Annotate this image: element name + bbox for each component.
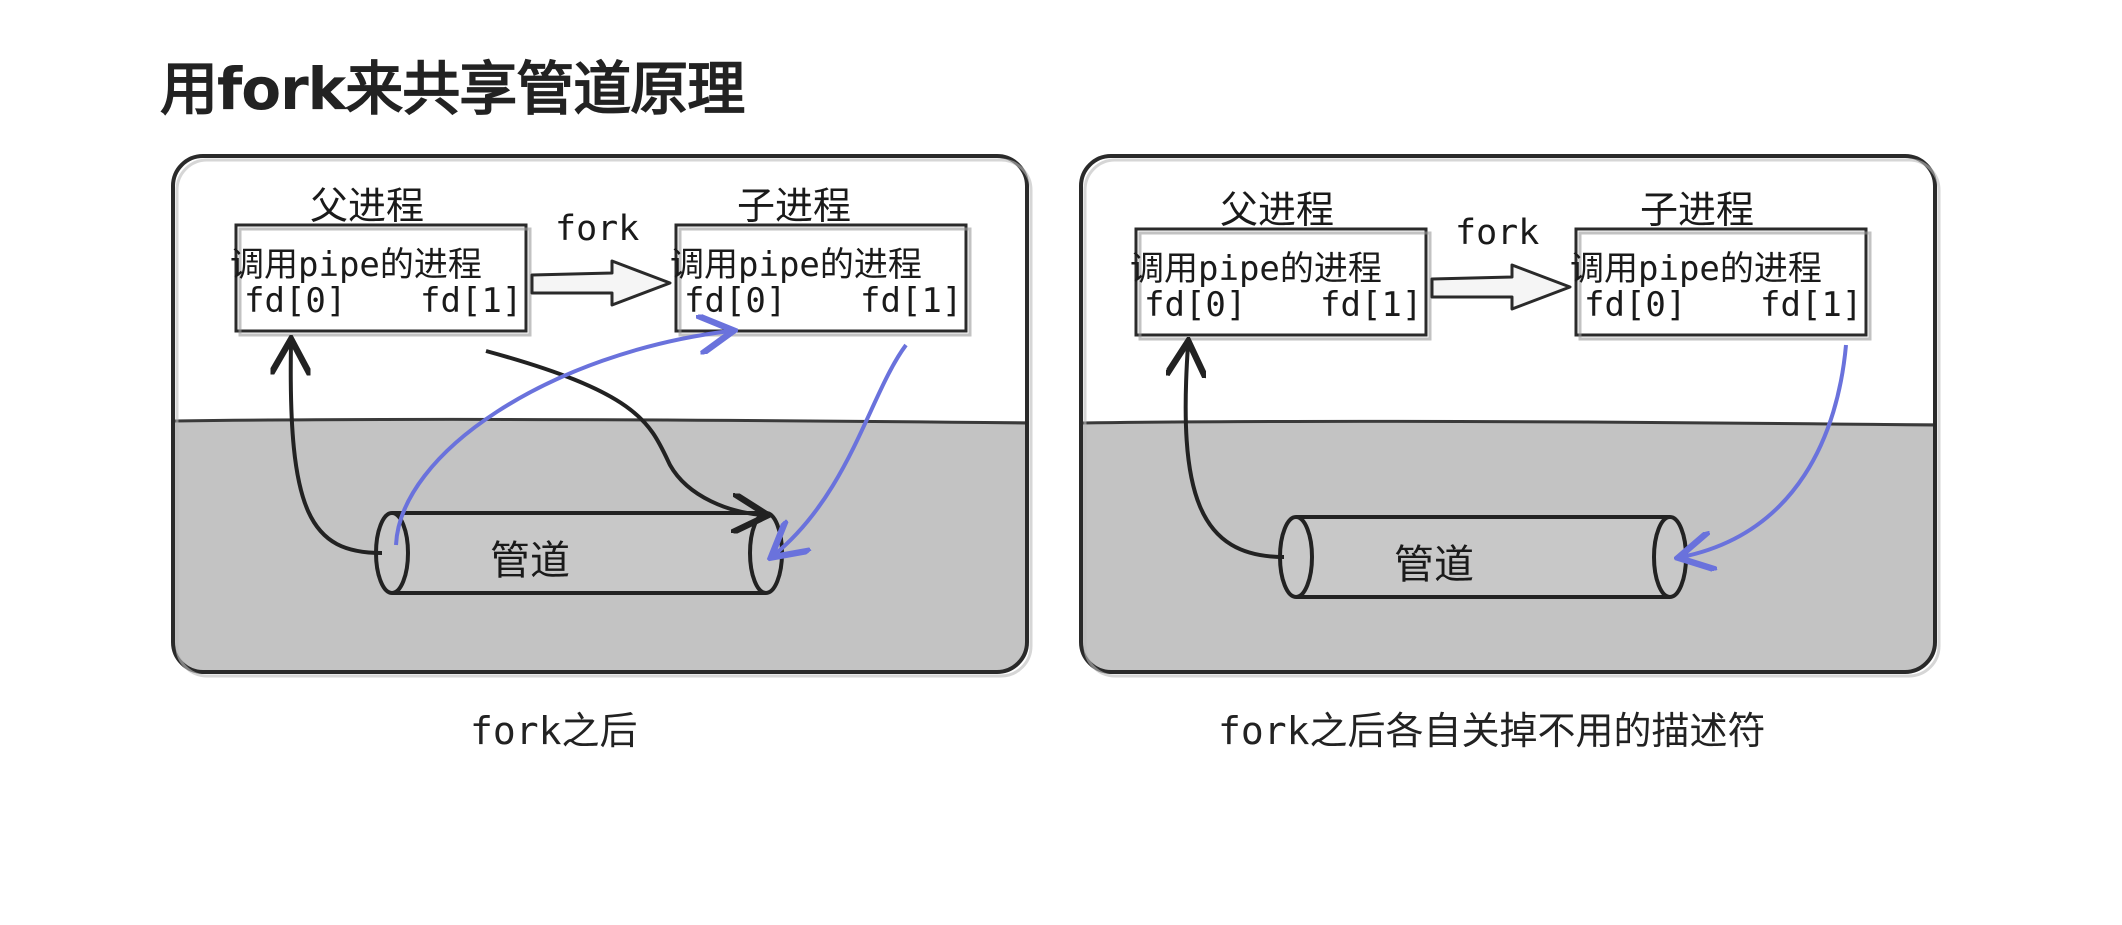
parent-process-box bbox=[234, 223, 528, 333]
parent-read-arrow bbox=[1186, 345, 1285, 559]
kernel-boundary-line bbox=[173, 417, 1027, 425]
diagram-frame bbox=[1079, 154, 1937, 674]
diagram-2-drawing bbox=[1079, 154, 1941, 678]
diagram-frame bbox=[171, 154, 1029, 674]
frame-shadow bbox=[175, 158, 1033, 678]
frame-shadow bbox=[1083, 158, 1941, 678]
pipe-label: 管道 bbox=[1394, 542, 1474, 588]
fork-arrow bbox=[1430, 263, 1572, 311]
child-fd1: fd[1] bbox=[860, 281, 963, 321]
pipe-body bbox=[1296, 517, 1670, 597]
child-fd0: fd[0] bbox=[684, 281, 787, 321]
pipe-left-end bbox=[1278, 515, 1314, 599]
parent-fd1: fd[1] bbox=[1320, 285, 1423, 325]
parent-box-title: 调用pipe的进程 bbox=[1130, 249, 1382, 289]
pipe-outline bbox=[1296, 515, 1670, 599]
diagram-1-drawing bbox=[171, 154, 1033, 678]
child-box-title: 调用pipe的进程 bbox=[1570, 249, 1822, 289]
parent-process-label: 父进程 bbox=[1220, 188, 1335, 232]
parent-fd0: fd[0] bbox=[1144, 285, 1247, 325]
pipe-body bbox=[392, 513, 766, 593]
fork-label: fork bbox=[555, 209, 640, 249]
child-box-shadow bbox=[678, 227, 972, 337]
pipe-label: 管道 bbox=[490, 538, 570, 584]
parent-box-title: 调用pipe的进程 bbox=[230, 245, 482, 285]
parent-write-arrow bbox=[485, 349, 764, 515]
child-process-label: 子进程 bbox=[1640, 188, 1755, 232]
kernel-boundary-line bbox=[1081, 419, 1935, 427]
parent-box-shadow bbox=[1138, 231, 1432, 341]
child-box-title: 调用pipe的进程 bbox=[670, 245, 922, 285]
child-fd1: fd[1] bbox=[1760, 285, 1863, 325]
child-box-shadow bbox=[1578, 231, 1872, 341]
child-read-arrow bbox=[394, 331, 730, 546]
fork-label: fork bbox=[1455, 213, 1540, 253]
child-write-arrow bbox=[1682, 344, 1848, 557]
parent-read-arrow bbox=[291, 343, 383, 555]
pipe-outline bbox=[392, 511, 766, 595]
child-process-label: 子进程 bbox=[737, 184, 852, 228]
parent-process-box bbox=[1134, 227, 1428, 337]
caption-fork-close-unused: fork之后各自关掉不用的描述符 bbox=[1218, 709, 1766, 753]
diagram-fork-close-unused: 父进程 子进程 fork 调用pipe的进程 fd[0] fd[1] 调用pip… bbox=[1078, 153, 1941, 678]
child-fd0: fd[0] bbox=[1584, 285, 1687, 325]
parent-fd1: fd[1] bbox=[420, 281, 523, 321]
pipe-right-end bbox=[1652, 515, 1688, 599]
fork-arrow bbox=[530, 259, 672, 307]
parent-process-label: 父进程 bbox=[310, 184, 425, 228]
child-process-box bbox=[1574, 227, 1868, 337]
child-write-arrow bbox=[774, 343, 908, 555]
caption-fork-after: fork之后 bbox=[470, 709, 638, 753]
parent-fd0: fd[0] bbox=[244, 281, 347, 321]
diagram-fork-after: 父进程 子进程 fork 调用pipe的进程 fd[0] fd[1] 调用pip… bbox=[170, 153, 1033, 678]
page-title: 用fork来共享管道原理 bbox=[160, 55, 745, 123]
parent-box-shadow bbox=[238, 227, 532, 337]
